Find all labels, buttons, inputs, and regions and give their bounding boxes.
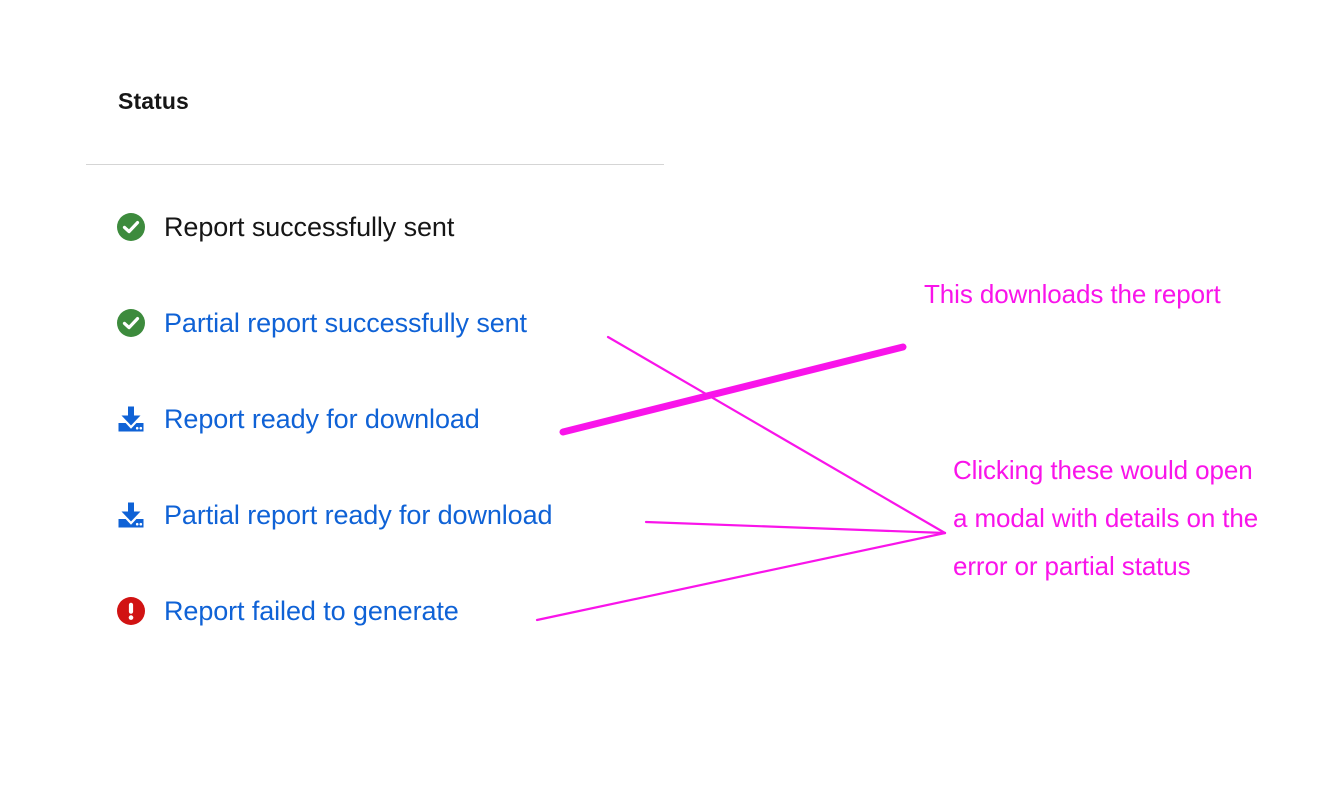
status-list: Report successfully sent Partial report … [86, 212, 686, 692]
status-link[interactable]: Partial report successfully sent [164, 308, 527, 338]
status-row-partial-report-successfully-sent[interactable]: Partial report successfully sent [86, 308, 686, 404]
status-row-report-failed-to-generate[interactable]: Report failed to generate [86, 596, 686, 692]
error-circle-icon [116, 596, 146, 626]
status-link[interactable]: Report ready for download [164, 404, 480, 434]
annotation-download-note: This downloads the report [924, 279, 1221, 309]
status-panel: Status Report successfully sent Partial … [86, 86, 686, 626]
status-row-report-successfully-sent: Report successfully sent [86, 212, 686, 308]
download-tray-icon [116, 404, 146, 434]
section-divider [86, 164, 664, 165]
status-label: Report successfully sent [164, 212, 455, 242]
status-link[interactable]: Report failed to generate [164, 596, 459, 626]
page-title: Status [118, 88, 189, 114]
annotation-modal-note: Clicking these would open a modal with d… [953, 455, 1259, 581]
check-circle-icon [116, 212, 146, 242]
status-link[interactable]: Partial report ready for download [164, 500, 553, 530]
download-tray-icon [116, 500, 146, 530]
leader-line-partial-download [644, 520, 947, 535]
status-row-partial-report-ready-for-download[interactable]: Partial report ready for download [86, 500, 686, 596]
check-circle-icon [116, 308, 146, 338]
status-row-report-ready-for-download[interactable]: Report ready for download [86, 404, 686, 500]
